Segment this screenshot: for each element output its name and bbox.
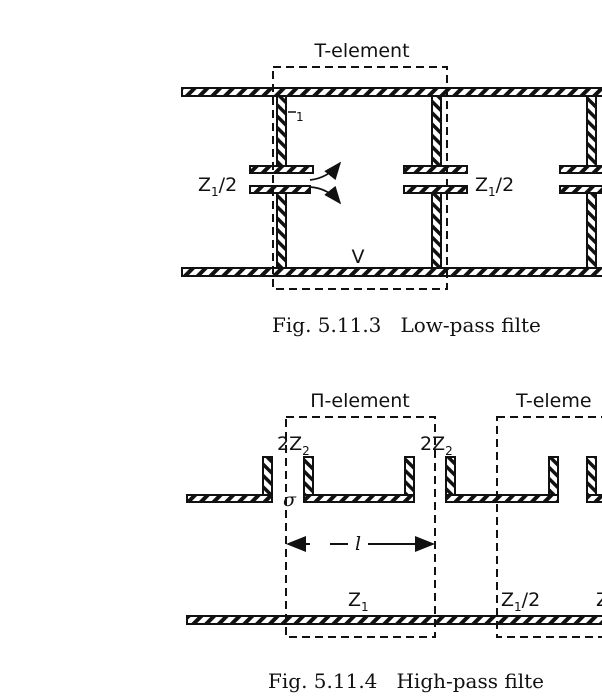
high-pass-filter-diagram: Π-element T-eleme 2Z2 2Z2 σ l Z1 Z1/2 Z … <box>186 390 602 693</box>
capacitor-plate <box>559 165 602 174</box>
t-element-label: T-eleme <box>515 390 592 412</box>
z-subscript: 1 <box>211 185 219 199</box>
upper-conductor-segment <box>186 494 273 503</box>
upper-stub <box>303 456 314 496</box>
capacitor-plate <box>403 185 468 194</box>
z-partial-label: Z <box>596 589 602 611</box>
pi-element-label: Π-element <box>310 390 410 412</box>
top-conductor <box>181 87 602 97</box>
left-impedance-label: Z1/2 <box>198 174 237 199</box>
length-label: l <box>355 533 361 555</box>
svg-text:Z1/2: Z1/2 <box>475 174 514 199</box>
z2-left-subscript: 2 <box>302 444 310 458</box>
sigma-label: σ <box>283 489 297 511</box>
bottom-conductor <box>186 615 602 625</box>
upper-stub <box>431 95 442 167</box>
z-suffix: /2 <box>219 174 238 196</box>
lower-stub <box>276 192 287 269</box>
upper-conductor-segment <box>303 494 415 503</box>
right-impedance-label: Z1/2 <box>475 174 514 199</box>
z1-half-subscript: 1 <box>514 600 522 614</box>
z-symbol: Z <box>198 174 211 196</box>
low-pass-filter-diagram: T-element 1 Z1/2 Z1/2 V Fig. 5.11.3 Low-… <box>181 40 602 337</box>
upper-stub <box>586 95 597 167</box>
capacitor-plate <box>249 185 311 194</box>
z2-right-subscript: 2 <box>445 444 453 458</box>
t-element-label: T-element <box>313 40 409 62</box>
capacitor-plate <box>249 165 314 174</box>
upper-stub <box>276 95 287 167</box>
svg-text:Z1/2: Z1/2 <box>501 589 540 614</box>
voltage-label: V <box>352 246 365 268</box>
figure-caption: Fig. 5.11.3 Low-pass filte <box>272 313 541 337</box>
svg-text:Z1/2: Z1/2 <box>198 174 237 199</box>
lower-stub <box>431 192 442 269</box>
z2-left-label: 2Z <box>277 433 302 455</box>
svg-text:2Z2: 2Z2 <box>277 433 310 458</box>
capacitor-plate <box>559 185 602 194</box>
upper-stub <box>404 456 415 496</box>
upper-stub <box>586 456 597 496</box>
t-element-box <box>272 66 448 290</box>
z2-right-label: 2Z <box>420 433 445 455</box>
t-element-box <box>496 416 602 638</box>
svg-text:2Z2: 2Z2 <box>420 433 453 458</box>
field-arrow-up-icon <box>309 161 342 181</box>
upper-stub <box>262 456 273 496</box>
upper-stub <box>445 456 456 496</box>
svg-text:Z1: Z1 <box>348 589 369 614</box>
bottom-conductor <box>181 267 602 277</box>
z1-half-suffix: /2 <box>522 589 541 611</box>
z-symbol: Z <box>475 174 488 196</box>
capacitor-plate <box>403 165 468 174</box>
pi-element-box <box>285 416 436 638</box>
stub-subscript: 1 <box>296 110 304 124</box>
upper-conductor-segment <box>586 494 602 503</box>
upper-conductor-segment <box>445 494 559 503</box>
z1-subscript: 1 <box>361 600 369 614</box>
upper-stub <box>548 456 559 496</box>
field-arrow-down-icon <box>309 185 342 205</box>
z1-half-label: Z <box>501 589 514 611</box>
lower-stub <box>586 192 597 269</box>
z-subscript: 1 <box>488 185 496 199</box>
z-suffix: /2 <box>496 174 515 196</box>
z1-label: Z <box>348 589 361 611</box>
figure-caption: Fig. 5.11.4 High-pass filte <box>268 669 544 693</box>
